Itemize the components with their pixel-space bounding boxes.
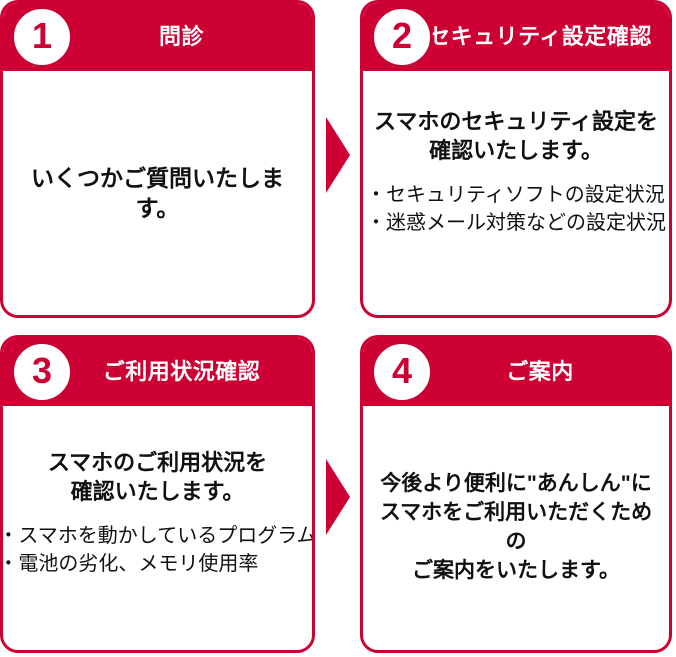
panel-2-step-number: 2 <box>391 15 413 56</box>
panel-4-step-number-badge: 4 <box>371 341 433 403</box>
panel-3-step-number: 3 <box>31 350 53 391</box>
panel-4-title: ご案内 <box>506 359 574 384</box>
list-item: ・スマホを動かしているプログラム <box>0 525 315 548</box>
panel-1-step-number-badge: 1 <box>11 6 73 68</box>
flow-panel-4: 4 ご案内 今後より便利に"あんしん"に スマホをご利用いただくための ご案内を… <box>360 335 672 653</box>
panel-3-lead-line-1: スマホのご利用状況を <box>47 450 268 475</box>
panel-2-lead-line-2: 確認いたします。 <box>429 138 603 164</box>
arrow-step-3-to-4-icon <box>326 459 350 535</box>
flow-panel-1: 1 問診 いくつかご質問いたします。 <box>0 0 315 318</box>
panel-4-lead-line-2: スマホをご利用いただくための <box>379 501 653 553</box>
list-item: ・迷惑メール対策などの設定状況 <box>366 212 666 235</box>
panel-4-lead-line-1: 今後より便利に"あんしん"に <box>380 472 652 496</box>
panel-2-lead-line-1: スマホのセキュリティ設定を <box>373 109 659 134</box>
panel-1-header: 1 問診 <box>3 3 312 71</box>
arrow-step-1-to-2-icon <box>326 117 350 193</box>
panel-4-lead-text: 今後より便利に"あんしん"に スマホをご利用いただくための ご案内をいたします。 <box>373 470 659 586</box>
panel-3-lead-line-2: 確認いたします。 <box>70 479 245 505</box>
panel-3-body: スマホのご利用状況を 確認いたします。 ・スマホを動かしているプログラム ・電池… <box>3 406 312 650</box>
flow-panel-2: 2 セキュリティ設定確認 スマホのセキュリティ設定を 確認いたします。 ・セキュ… <box>360 0 672 318</box>
panel-2-title: セキュリティ設定確認 <box>428 24 652 49</box>
panel-1-lead-text: いくつかご質問いたします。 <box>31 164 284 221</box>
panel-2-header: 2 セキュリティ設定確認 <box>363 3 669 71</box>
list-item: ・電池の劣化、メモリ使用率 <box>0 553 259 576</box>
list-item: ・セキュリティソフトの設定状況 <box>366 184 665 207</box>
panel-3-header: 3 ご利用状況確認 <box>3 338 312 406</box>
panel-4-body: 今後より便利に"あんしん"に スマホをご利用いただくための ご案内をいたします。 <box>363 406 669 650</box>
panel-4-step-number: 4 <box>391 350 413 391</box>
panel-1-body: いくつかご質問いたします。 <box>3 71 312 315</box>
panel-3-title: ご利用状況確認 <box>102 359 261 384</box>
panel-2-bullet-list: ・セキュリティソフトの設定状況 ・迷惑メール対策などの設定状況 <box>366 181 666 238</box>
panel-3-bullet-list: ・スマホを動かしているプログラム ・電池の劣化、メモリ使用率 <box>0 522 315 579</box>
panel-4-lead-line-3: ご案内をいたします。 <box>412 558 620 582</box>
panel-2-body: スマホのセキュリティ設定を 確認いたします。 ・セキュリティソフトの設定状況 ・… <box>363 71 669 315</box>
panel-2-step-number-badge: 2 <box>371 6 433 68</box>
flow-panel-3: 3 ご利用状況確認 スマホのご利用状況を 確認いたします。 ・スマホを動かしてい… <box>0 335 315 653</box>
panel-3-lead-text: スマホのご利用状況を 確認いたします。 <box>48 448 267 506</box>
panel-3-step-number-badge: 3 <box>11 341 73 403</box>
panel-1-step-number: 1 <box>31 15 53 56</box>
panel-2-lead-text: スマホのセキュリティ設定を 確認いたします。 <box>374 107 658 165</box>
panel-1-title: 問診 <box>158 24 204 49</box>
panel-4-header: 4 ご案内 <box>363 338 669 406</box>
